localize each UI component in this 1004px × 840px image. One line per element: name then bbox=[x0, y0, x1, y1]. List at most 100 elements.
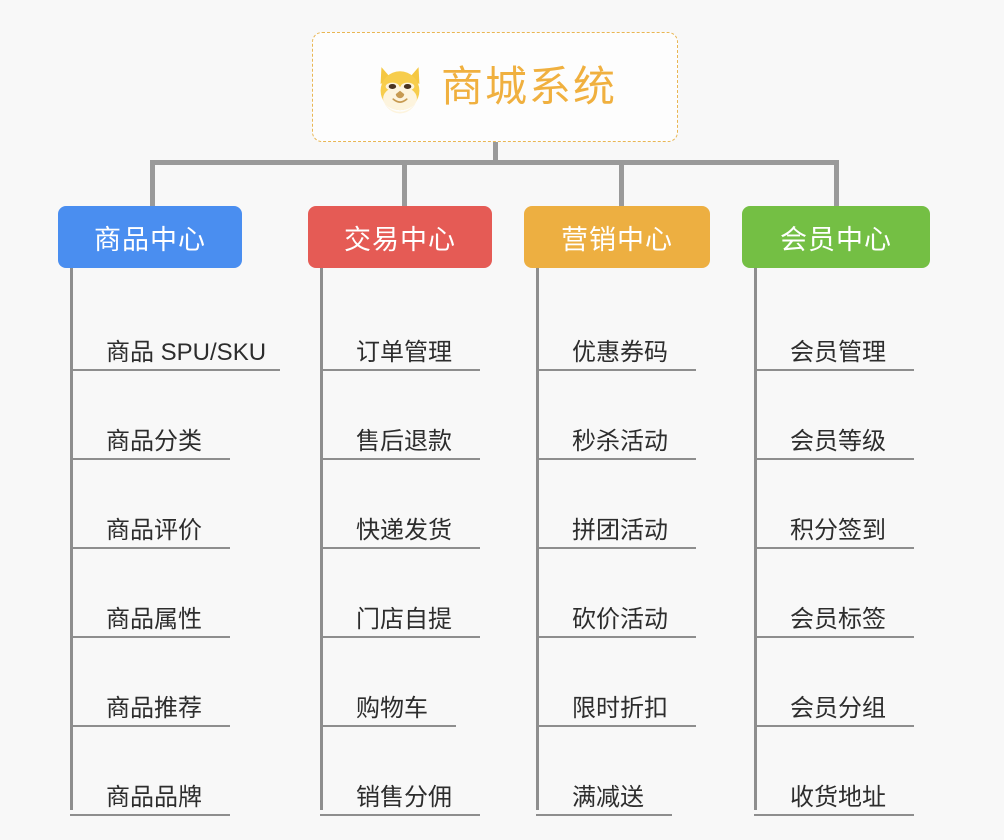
leaf-item[interactable]: 会员标签 bbox=[754, 549, 962, 638]
branch-column-4: 会员中心会员管理会员等级积分签到会员标签会员分组收货地址 bbox=[742, 206, 962, 816]
connector-root-stem bbox=[493, 142, 498, 164]
leaf-item-underline bbox=[536, 636, 696, 638]
leaf-item[interactable]: 收货地址 bbox=[754, 727, 962, 816]
leaf-item-label: 秒杀活动 bbox=[572, 427, 668, 455]
leaf-item[interactable]: 商品分类 bbox=[70, 371, 308, 460]
leaf-item[interactable]: 商品品牌 bbox=[70, 727, 308, 816]
leaf-item-underline bbox=[754, 547, 914, 549]
connector-horizontal-bus bbox=[150, 160, 839, 165]
leaf-item-label: 商品分类 bbox=[106, 427, 202, 455]
leaf-item-underline bbox=[536, 725, 696, 727]
leaf-item-label: 购物车 bbox=[356, 694, 428, 722]
connector-drop-3 bbox=[619, 160, 624, 208]
root-node[interactable]: 商城系统 bbox=[312, 32, 678, 142]
leaf-item-label: 销售分佣 bbox=[356, 783, 452, 811]
leaf-item-underline bbox=[754, 369, 914, 371]
leaf-item[interactable]: 砍价活动 bbox=[536, 549, 744, 638]
leaf-item-label: 拼团活动 bbox=[572, 516, 668, 544]
category-header-label: 营销中心 bbox=[561, 224, 673, 255]
leaf-item-underline bbox=[70, 369, 280, 371]
branch-trunk-line bbox=[536, 268, 539, 810]
leaf-item[interactable]: 满减送 bbox=[536, 727, 744, 816]
branch-items-2: 订单管理售后退款快递发货门店自提购物车销售分佣 bbox=[320, 268, 528, 816]
connector-drop-4 bbox=[834, 160, 839, 208]
branch-items-4: 会员管理会员等级积分签到会员标签会员分组收货地址 bbox=[754, 268, 962, 816]
leaf-item[interactable]: 优惠券码 bbox=[536, 282, 744, 371]
leaf-item[interactable]: 商品推荐 bbox=[70, 638, 308, 727]
leaf-item[interactable]: 会员管理 bbox=[754, 282, 962, 371]
branch-trunk-line bbox=[320, 268, 323, 810]
branch-column-3: 营销中心优惠券码秒杀活动拼团活动砍价活动限时折扣满减送 bbox=[524, 206, 744, 816]
leaf-item-label: 砍价活动 bbox=[572, 605, 668, 633]
leaf-item[interactable]: 限时折扣 bbox=[536, 638, 744, 727]
leaf-item-underline bbox=[70, 547, 230, 549]
branch-column-2: 交易中心订单管理售后退款快递发货门店自提购物车销售分佣 bbox=[308, 206, 528, 816]
connector-drop-1 bbox=[150, 160, 155, 208]
leaf-item-underline bbox=[70, 725, 230, 727]
leaf-item-label: 优惠券码 bbox=[572, 338, 668, 366]
leaf-item-underline bbox=[536, 369, 696, 371]
leaf-item-label: 商品 SPU/SKU bbox=[106, 338, 267, 366]
leaf-item-underline bbox=[320, 369, 480, 371]
leaf-item-underline bbox=[320, 725, 456, 727]
leaf-item-label: 会员等级 bbox=[790, 427, 886, 455]
leaf-item-label: 会员分组 bbox=[790, 694, 886, 722]
leaf-item-underline bbox=[70, 814, 230, 816]
category-header-2[interactable]: 交易中心 bbox=[308, 206, 492, 268]
branch-trunk-line bbox=[70, 268, 73, 810]
leaf-item-label: 商品评价 bbox=[106, 516, 202, 544]
leaf-item-label: 商品品牌 bbox=[106, 783, 202, 811]
leaf-item-label: 会员管理 bbox=[790, 338, 886, 366]
branch-items-1: 商品 SPU/SKU 商品分类商品评价商品属性商品推荐商品品牌 bbox=[70, 268, 308, 816]
leaf-item-label: 商品推荐 bbox=[106, 694, 202, 722]
leaf-item[interactable]: 快递发货 bbox=[320, 460, 528, 549]
leaf-item-label: 会员标签 bbox=[790, 605, 886, 633]
root-title: 商城系统 bbox=[440, 63, 617, 110]
category-header-4[interactable]: 会员中心 bbox=[742, 206, 930, 268]
leaf-item-underline bbox=[320, 814, 480, 816]
leaf-item[interactable]: 门店自提 bbox=[320, 549, 528, 638]
branch-column-1: 商品中心商品 SPU/SKU 商品分类商品评价商品属性商品推荐商品品牌 bbox=[58, 206, 308, 816]
leaf-item-underline bbox=[70, 636, 230, 638]
leaf-item-underline bbox=[754, 458, 914, 460]
leaf-item-underline bbox=[754, 636, 914, 638]
leaf-item[interactable]: 商品评价 bbox=[70, 460, 308, 549]
leaf-item-underline bbox=[320, 458, 480, 460]
leaf-item[interactable]: 会员分组 bbox=[754, 638, 962, 727]
leaf-item-label: 收货地址 bbox=[790, 783, 886, 811]
leaf-item[interactable]: 订单管理 bbox=[320, 282, 528, 371]
category-header-label: 会员中心 bbox=[780, 224, 892, 255]
leaf-item-label: 门店自提 bbox=[356, 605, 452, 633]
leaf-item-label: 限时折扣 bbox=[572, 694, 668, 722]
leaf-item[interactable]: 拼团活动 bbox=[536, 460, 744, 549]
category-header-1[interactable]: 商品中心 bbox=[58, 206, 242, 268]
leaf-item-label: 满减送 bbox=[572, 783, 644, 811]
category-header-label: 交易中心 bbox=[344, 224, 456, 255]
dog-face-icon bbox=[373, 62, 427, 116]
leaf-item-underline bbox=[320, 547, 480, 549]
leaf-item[interactable]: 销售分佣 bbox=[320, 727, 528, 816]
connector-drop-2 bbox=[402, 160, 407, 208]
leaf-item-label: 售后退款 bbox=[356, 427, 452, 455]
leaf-item-label: 商品属性 bbox=[106, 605, 202, 633]
leaf-item[interactable]: 商品属性 bbox=[70, 549, 308, 638]
leaf-item-underline bbox=[536, 458, 696, 460]
leaf-item[interactable]: 售后退款 bbox=[320, 371, 528, 460]
leaf-item-label: 订单管理 bbox=[356, 338, 452, 366]
leaf-item[interactable]: 购物车 bbox=[320, 638, 528, 727]
leaf-item-underline bbox=[320, 636, 480, 638]
leaf-item[interactable]: 商品 SPU/SKU bbox=[70, 282, 308, 371]
leaf-item-underline bbox=[754, 814, 914, 816]
leaf-item[interactable]: 秒杀活动 bbox=[536, 371, 744, 460]
category-header-3[interactable]: 营销中心 bbox=[524, 206, 710, 268]
leaf-item-label: 积分签到 bbox=[790, 516, 886, 544]
leaf-item-underline bbox=[536, 814, 672, 816]
leaf-item-label: 快递发货 bbox=[356, 516, 452, 544]
leaf-item[interactable]: 积分签到 bbox=[754, 460, 962, 549]
branch-items-3: 优惠券码秒杀活动拼团活动砍价活动限时折扣满减送 bbox=[536, 268, 744, 816]
leaf-item[interactable]: 会员等级 bbox=[754, 371, 962, 460]
leaf-item-underline bbox=[536, 547, 696, 549]
category-header-label: 商品中心 bbox=[94, 224, 206, 255]
branch-trunk-line bbox=[754, 268, 757, 810]
